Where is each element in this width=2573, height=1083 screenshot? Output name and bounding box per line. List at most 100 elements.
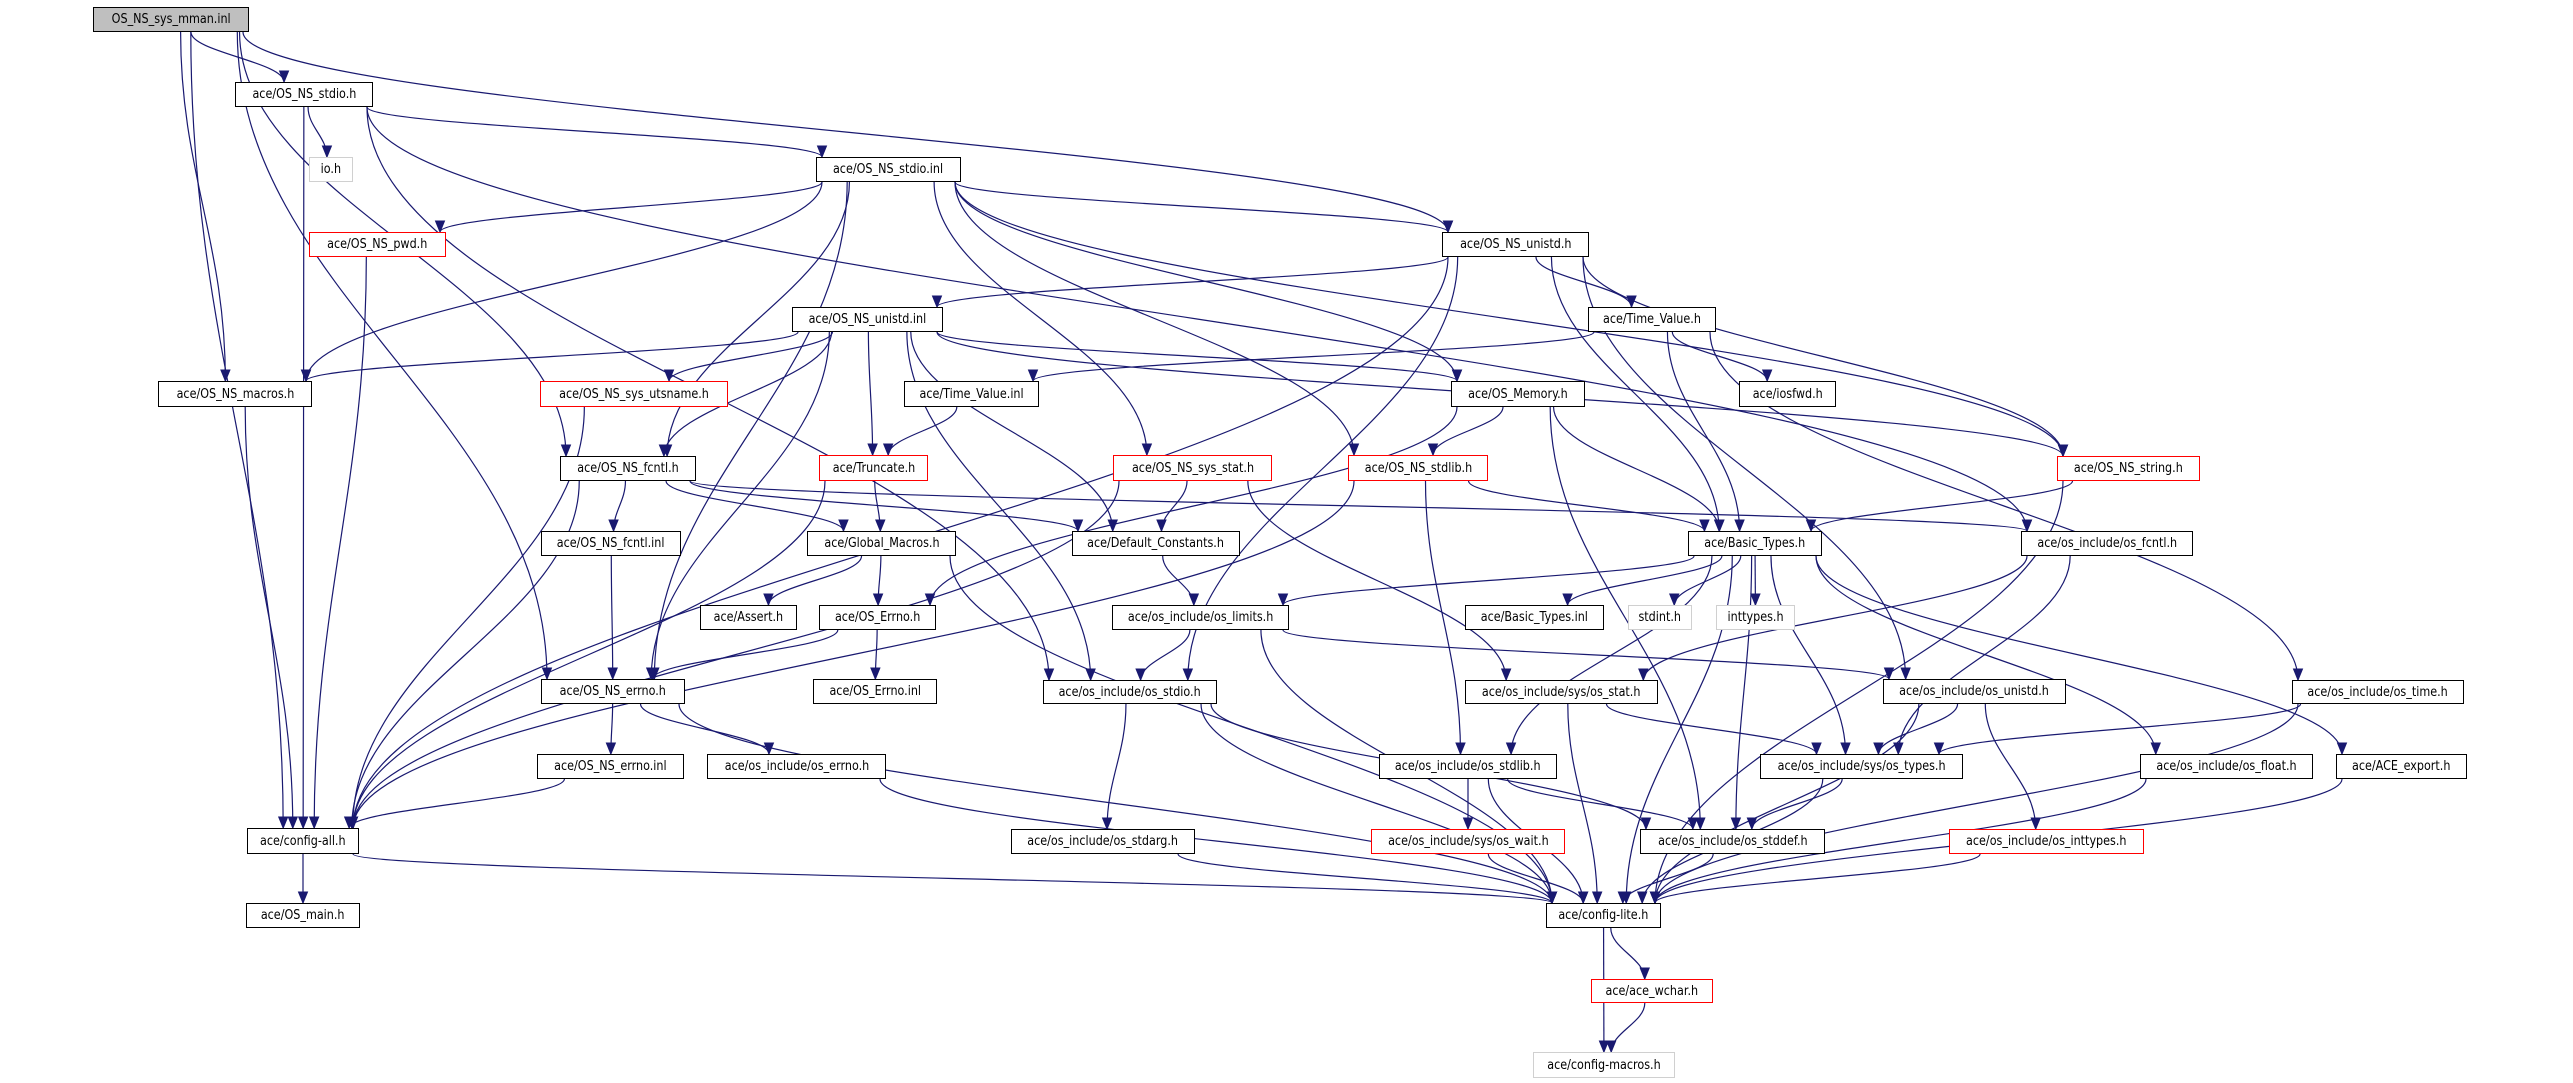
node-os-include-os-stdio-h[interactable]: ace/os_include/os_stdio.h [1043, 680, 1217, 704]
edge-line [352, 853, 1553, 904]
node-os-ns-unistd-inl[interactable]: ace/OS_NS_unistd.inl [792, 307, 943, 332]
node-os-include-os-stdlib-h[interactable]: ace/os_include/os_stdlib.h [1379, 754, 1557, 779]
edge-line [1984, 703, 2037, 830]
node-os-ns-sys-utsname-h[interactable]: ace/OS_NS_sys_utsname.h [540, 381, 728, 407]
edge-n38-n45 [1507, 778, 1699, 831]
edge-line [1467, 480, 1706, 532]
edge-line [1642, 555, 2028, 681]
node-os-include-sys-os-wait-h[interactable]: ace/os_include/sys/os_wait.h [1371, 829, 1565, 854]
edge-line [305, 181, 823, 382]
node-os-ns-sys-mman-inl[interactable]: OS_NS_sys_mman.inl [93, 7, 249, 32]
edge-arrowhead-icon [1188, 593, 1200, 607]
node-global-macros-h[interactable]: ace/Global_Macros.h [807, 531, 956, 556]
edge-arrowhead-icon [287, 816, 299, 830]
edge-arrowhead-icon [278, 70, 290, 84]
edge-n08-n11 [1027, 331, 1595, 383]
node-config-macros-h[interactable]: ace/config-macros.h [1533, 1052, 1675, 1078]
edge-n42-n48 [352, 853, 1558, 905]
edge-arrowhead-icon [1617, 891, 1629, 905]
edge-arrowhead-icon [560, 444, 572, 458]
node-os-errno-inl[interactable]: ace/OS_Errno.inl [813, 679, 937, 704]
edge-arrowhead-icon [763, 593, 774, 607]
node-time-value-inl[interactable]: ace/Time_Value.inl [904, 381, 1039, 407]
node-basic-types-inl[interactable]: ace/Basic_Types.inl [1465, 605, 1604, 630]
node-os-errno-h[interactable]: ace/OS_Errno.h [819, 605, 936, 630]
node-basic-types-h[interactable]: ace/Basic_Types.h [1688, 531, 1822, 556]
node-os-ns-pwd-h[interactable]: ace/OS_NS_pwd.h [309, 232, 446, 257]
edge-line [236, 31, 548, 680]
edge-line [439, 181, 823, 233]
node-ace-wchar-h[interactable]: ace/ace_wchar.h [1591, 979, 1713, 1003]
node-os-ns-stdio-inl[interactable]: ace/OS_NS_stdio.inl [816, 157, 961, 182]
edge-line [1160, 480, 1188, 532]
node-os-include-os-fcntl-h[interactable]: ace/os_include/os_fcntl.h [2021, 531, 2193, 556]
edge-n04-n18 [954, 181, 2069, 458]
node-time-value-h[interactable]: ace/Time_Value.h [1588, 307, 1716, 332]
edge-arrowhead-icon [2292, 668, 2304, 682]
edge-line [242, 31, 1449, 233]
node-default-constants-h[interactable]: ace/Default_Constants.h [1072, 531, 1240, 556]
edge-arrowhead-icon [838, 519, 849, 533]
edge-n20-n24 [763, 555, 863, 607]
edge-line [313, 256, 367, 829]
edge-n12-n45 [1549, 406, 1706, 831]
edge-n06-n18 [1582, 256, 2069, 458]
edge-n18-n22 [1805, 480, 2074, 533]
node-os-ns-stdlib-h[interactable]: ace/OS_NS_stdlib.h [1348, 455, 1488, 481]
node-os-ns-errno-inl[interactable]: ace/OS_NS_errno.inl [537, 754, 684, 779]
edge-arrowhead-icon [1714, 519, 1725, 533]
node-config-all-h[interactable]: ace/config-all.h [247, 828, 359, 854]
node-os-include-os-inttypes-h[interactable]: ace/os_include/os_inttypes.h [1949, 829, 2144, 854]
node-io-h[interactable]: io.h [309, 157, 353, 182]
edge-line [1032, 331, 1595, 382]
edge-line [302, 106, 305, 829]
edge-n48-n49 [1610, 927, 1650, 981]
edge-arrowhead-icon [1746, 817, 1758, 831]
edge-arrowhead-icon [1605, 1040, 1617, 1054]
edge-arrowhead-icon [1591, 891, 1603, 905]
edge-arrowhead-icon [1500, 668, 1512, 682]
edge-line [1938, 703, 2302, 755]
edge-n22-n28 [1669, 555, 1742, 607]
edge-n11-n15 [882, 406, 958, 457]
node-os-memory-h[interactable]: ace/OS_Memory.h [1451, 381, 1585, 407]
edge-line [1282, 629, 1890, 680]
edge-line [1106, 703, 1127, 830]
edge-arrowhead-icon [1699, 519, 1710, 533]
node-os-include-os-stddef-h[interactable]: ace/os_include/os_stddef.h [1640, 829, 1825, 854]
node-os-ns-unistd-h[interactable]: ace/OS_NS_unistd.h [1442, 232, 1589, 257]
node-os-main-h[interactable]: ace/OS_main.h [246, 903, 360, 928]
node-os-ns-fcntl-inl[interactable]: ace/OS_NS_fcntl.inl [541, 531, 681, 556]
edge-line [1567, 703, 1598, 904]
node-os-ns-errno-h[interactable]: ace/OS_NS_errno.h [541, 679, 685, 704]
node-config-lite-h[interactable]: ace/config-lite.h [1546, 903, 1661, 928]
node-iosfwd-h[interactable]: ace/iosfwd.h [1739, 381, 1836, 407]
edge-arrowhead-icon [1027, 369, 1039, 383]
edge-arrowhead-icon [1598, 1040, 1610, 1054]
edge-arrowhead-icon [882, 443, 894, 457]
node-os-include-os-limits-h[interactable]: ace/os_include/os_limits.h [1112, 605, 1289, 630]
node-truncate-h[interactable]: ace/Truncate.h [819, 455, 928, 481]
node-os-ns-fcntl-h[interactable]: ace/OS_NS_fcntl.h [560, 456, 696, 481]
node-os-include-os-float-h[interactable]: ace/os_include/os_float.h [2140, 754, 2313, 779]
node-assert-h[interactable]: ace/Assert.h [700, 605, 797, 630]
node-os-include-sys-os-stat-h[interactable]: ace/os_include/sys/os_stat.h [1465, 680, 1658, 704]
node-os-ns-stdio-h[interactable]: ace/OS_NS_stdio.h [235, 82, 373, 107]
node-stdint-h[interactable]: stdint.h [1628, 605, 1692, 630]
node-os-include-os-unistd-h[interactable]: ace/os_include/os_unistd.h [1883, 679, 2066, 704]
node-os-include-sys-os-types-h[interactable]: ace/os_include/sys/os_types.h [1760, 754, 1963, 779]
node-os-ns-sys-stat-h[interactable]: ace/OS_NS_sys_stat.h [1113, 455, 1272, 481]
node-ace-export-h[interactable]: ace/ACE_export.h [2336, 754, 2467, 779]
edge-line [305, 331, 799, 382]
edge-arrowhead-icon [875, 519, 886, 533]
edge-arrowhead-icon [1182, 668, 1194, 682]
node-inttypes-h[interactable]: inttypes.h [1716, 605, 1795, 630]
node-os-include-os-time-h[interactable]: ace/os_include/os_time.h [2292, 680, 2464, 704]
node-os-ns-string-h[interactable]: ace/OS_NS_string.h [2057, 456, 2200, 481]
edge-n14-n23 [689, 480, 2033, 533]
node-os-ns-macros-h[interactable]: ace/OS_NS_macros.h [158, 381, 312, 407]
edge-line [929, 406, 1458, 606]
edge-line [954, 181, 1355, 456]
node-os-include-os-errno-h[interactable]: ace/os_include/os_errno.h [707, 754, 886, 779]
node-os-include-os-stdarg-h[interactable]: ace/os_include/os_stdarg.h [1011, 829, 1195, 854]
